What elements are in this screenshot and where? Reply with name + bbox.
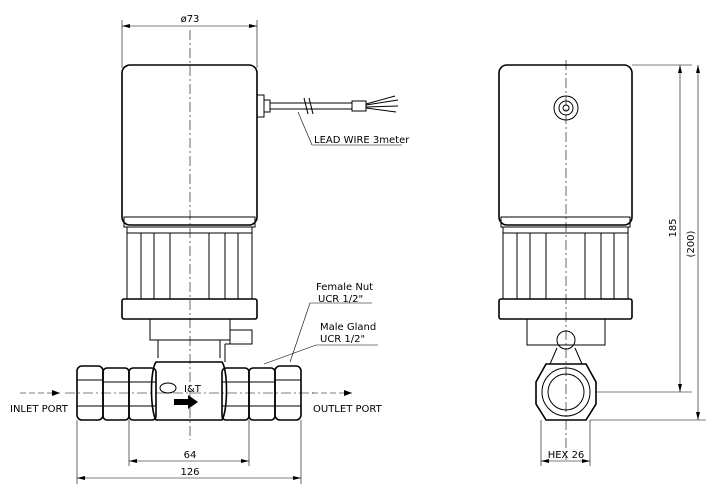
dimension-185-label: 185 bbox=[668, 218, 679, 237]
male-gland-spec: UCR 1/2" bbox=[320, 334, 365, 345]
diameter-label: ø73 bbox=[181, 14, 200, 25]
cable-gland bbox=[256, 94, 399, 118]
hex-nut-left bbox=[128, 367, 157, 421]
male-gland-callout: Male Gland UCR 1/2" bbox=[263, 322, 378, 365]
flow-arrow bbox=[174, 395, 198, 409]
lead-wire-callout: LEAD WIRE 3meter bbox=[297, 111, 410, 146]
bypass-fitting bbox=[224, 329, 253, 362]
dimension-126-label: 126 bbox=[180, 467, 199, 478]
dimension-200: (200) bbox=[590, 65, 706, 421]
female-nut-label: Female Nut bbox=[316, 282, 373, 293]
front-view: ø73 LEAD WIRE 3meter bbox=[10, 14, 410, 484]
flange-plate bbox=[121, 298, 258, 320]
side-actuator-body bbox=[498, 64, 633, 226]
female-nut-callout: Female Nut UCR 1/2" bbox=[289, 282, 373, 363]
actuator-body bbox=[121, 64, 258, 226]
hex-dimension: HEX 26 bbox=[540, 420, 591, 466]
valve-body bbox=[150, 361, 228, 421]
inlet-port: INLET PORT bbox=[10, 390, 69, 415]
dimension-64: 64 bbox=[128, 420, 250, 466]
hex-label: HEX 26 bbox=[548, 450, 585, 461]
outlet-port: OUTLET PORT bbox=[312, 390, 383, 415]
side-ribbed-spacer bbox=[502, 226, 629, 300]
male-gland-left bbox=[102, 367, 130, 421]
lead-wire-label: LEAD WIRE 3meter bbox=[314, 135, 410, 146]
dimension-185: 185 bbox=[596, 64, 692, 393]
diameter-dimension: ø73 bbox=[121, 14, 258, 68]
male-gland-label: Male Gland bbox=[320, 322, 376, 333]
logo-text: I&T bbox=[184, 384, 202, 395]
inlet-port-label: INLET PORT bbox=[10, 404, 69, 415]
side-view: HEX 26 185 (200) bbox=[498, 60, 706, 466]
dimension-64-label: 64 bbox=[184, 450, 197, 461]
side-flange-plate bbox=[498, 298, 633, 320]
dimension-126: 126 bbox=[76, 420, 302, 484]
ribbed-spacer bbox=[126, 226, 253, 300]
dimension-200-label: (200) bbox=[686, 230, 697, 257]
outlet-port-label: OUTLET PORT bbox=[313, 404, 383, 415]
male-gland-right bbox=[248, 367, 276, 421]
female-nut-spec: UCR 1/2" bbox=[318, 294, 363, 305]
